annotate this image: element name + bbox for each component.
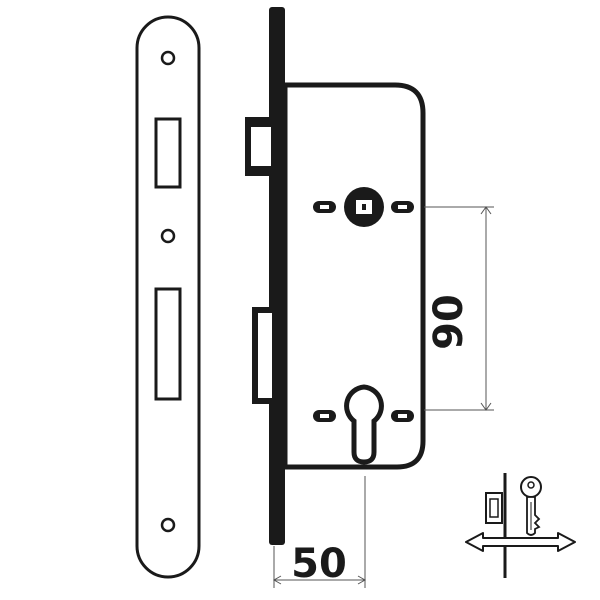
- faceplate-screw-hole-bottom: [160, 517, 176, 533]
- latch-opening: [154, 117, 182, 189]
- key-icon: [520, 476, 542, 536]
- bolt-opening: [154, 287, 182, 401]
- distance-dimension: [424, 206, 494, 411]
- euro-profile-cutout: [344, 384, 384, 465]
- double-arrow-icon: [465, 532, 576, 552]
- deadbolt: [252, 307, 272, 404]
- backset-dimension: [272, 476, 367, 588]
- lock-case: [282, 82, 426, 470]
- door-orientation-icon: [465, 473, 576, 578]
- faceplate-screw-hole-middle: [160, 228, 176, 244]
- handle-follower: [313, 187, 414, 227]
- latch: [245, 117, 271, 176]
- distance-label: 90: [426, 294, 472, 350]
- cylinder-hole: [313, 384, 414, 465]
- lock-body: [245, 7, 426, 545]
- front-plate-bar: [269, 7, 285, 545]
- faceplate-screw-hole-top: [160, 50, 176, 66]
- backset-label: 50: [291, 541, 347, 587]
- faceplate: [135, 15, 201, 579]
